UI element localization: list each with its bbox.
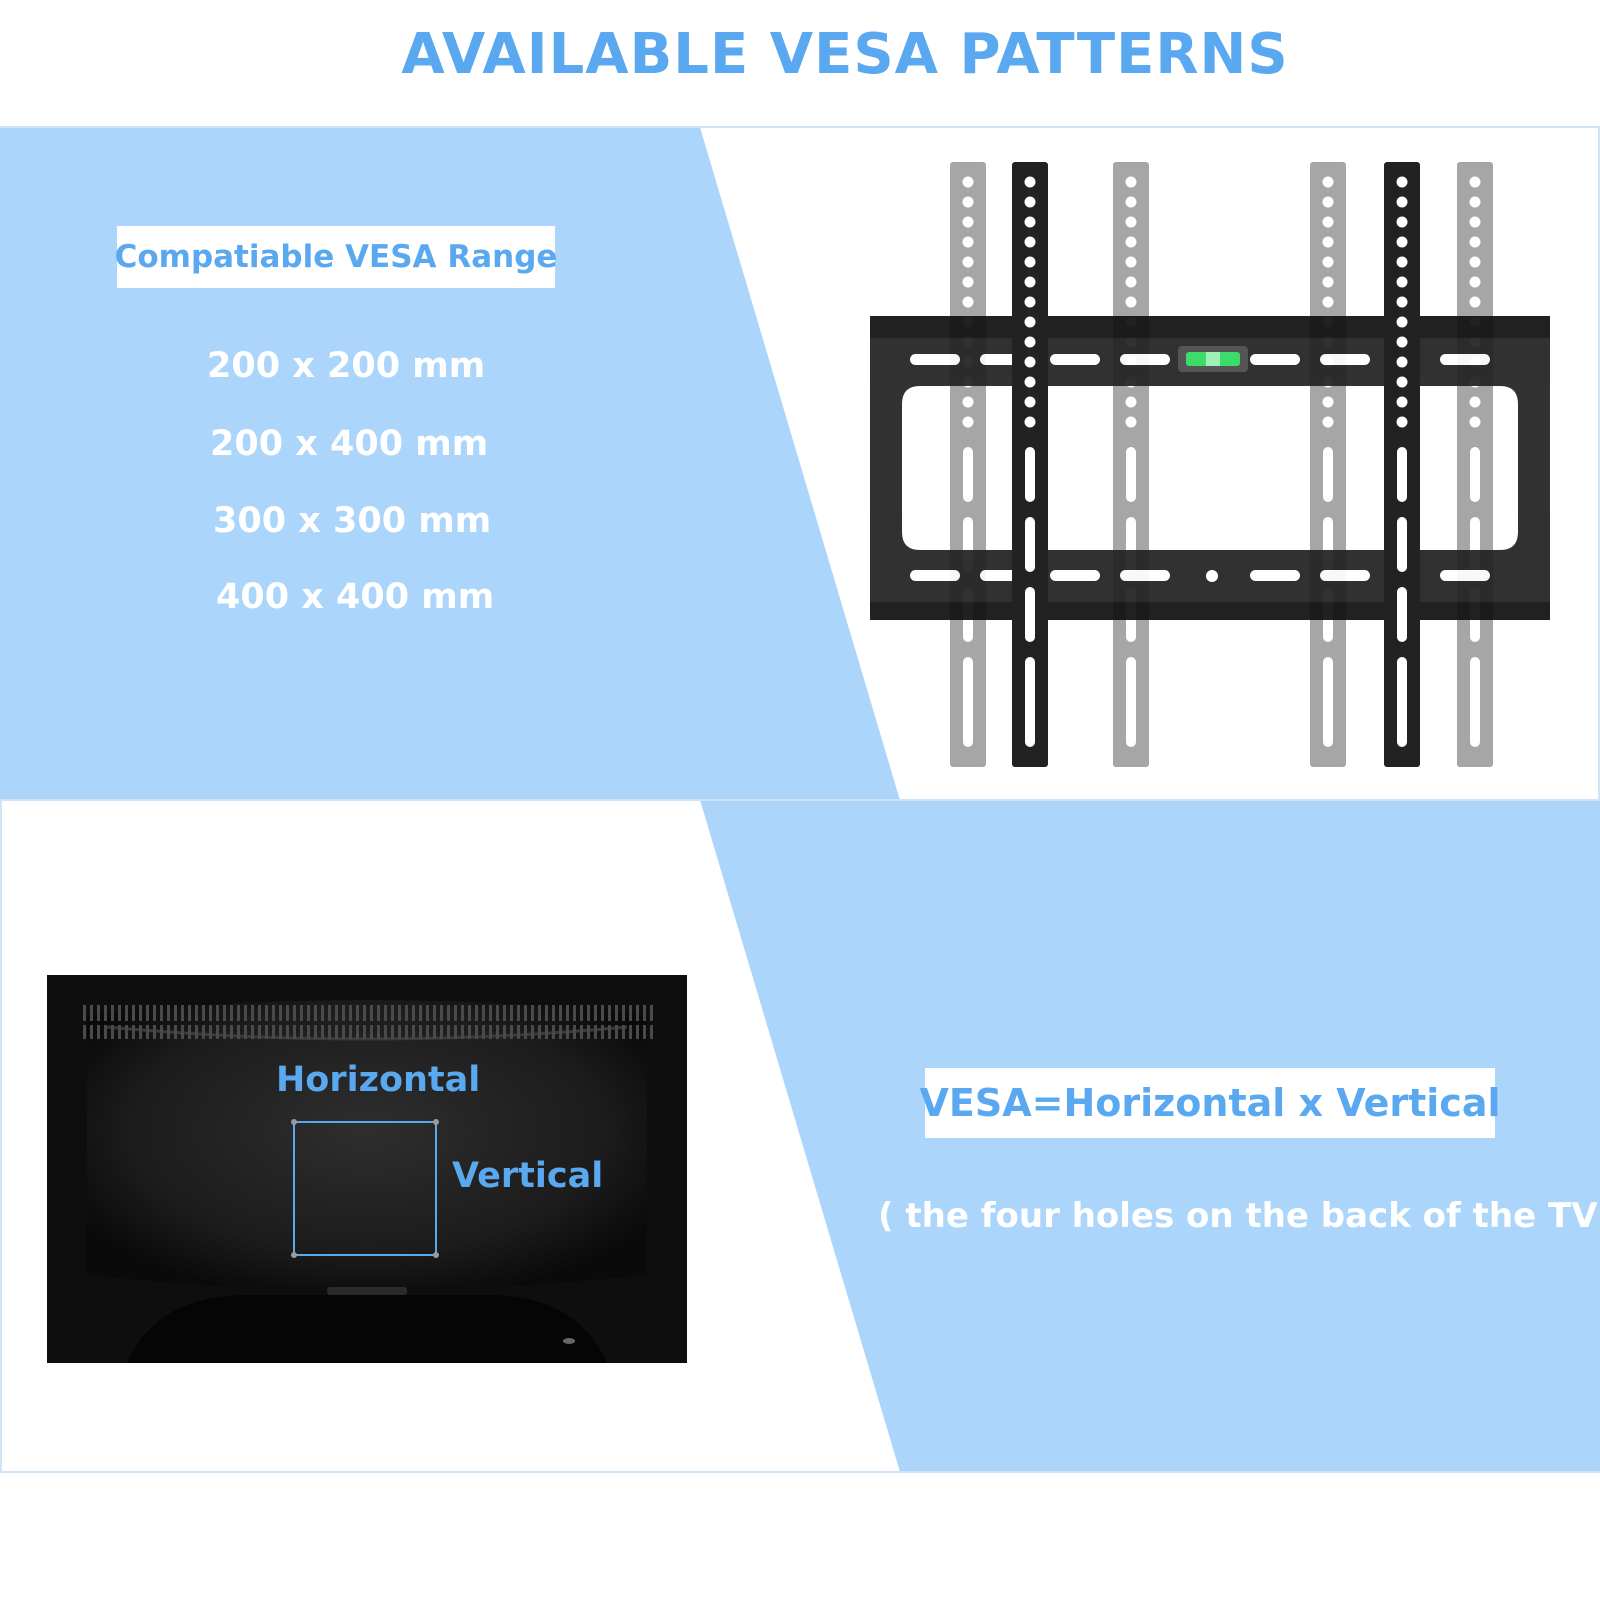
bubble-level-icon (1178, 346, 1248, 372)
range-item-200x200: 200 x 200 mm (207, 346, 486, 386)
range-item-400x400: 400 x 400 mm (216, 577, 495, 617)
vesa-formula: VESA=Horizontal x Vertical (920, 1068, 1500, 1138)
range-item-200x400: 200 x 400 mm (210, 424, 489, 464)
gray-arm-1 (950, 162, 986, 767)
black-arm-left (1012, 162, 1048, 767)
vesa-note: ( the four holes on the back of the TV ) (878, 1196, 1600, 1236)
vesa-hole (433, 1252, 439, 1258)
black-arm-right (1384, 162, 1420, 767)
page-title: AVAILABLE VESA PATTERNS (401, 22, 1289, 87)
vesa-hole-square (293, 1121, 437, 1256)
tv-back-panel-icon (47, 975, 687, 1363)
vesa-hole (291, 1252, 297, 1258)
vesa-hole (433, 1119, 439, 1125)
gray-arm-2 (1113, 162, 1149, 767)
vesa-hole (291, 1119, 297, 1125)
top-white-panel (700, 127, 1600, 800)
gray-arm-4 (1457, 162, 1493, 767)
range-item-300x300: 300 x 300 mm (213, 501, 492, 541)
range-heading: Compatiable VESA Range (115, 226, 557, 288)
gray-arm-3 (1310, 162, 1346, 767)
vertical-label: Vertical (452, 1156, 604, 1196)
tv-wall-mount-bracket-icon (870, 162, 1550, 767)
horizontal-label: Horizontal (276, 1060, 481, 1100)
top-blue-panel (0, 127, 900, 800)
